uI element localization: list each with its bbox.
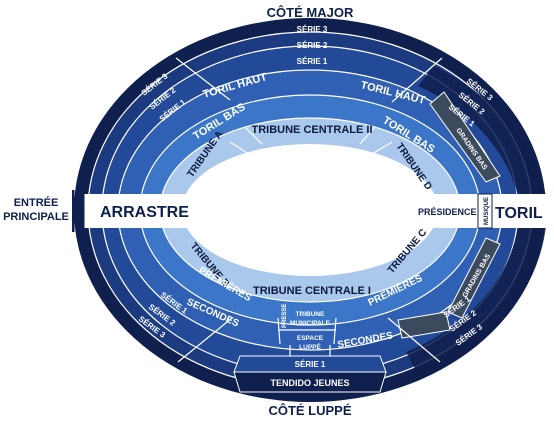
gradins-bas-bottom-2[interactable]: [397, 311, 451, 339]
musique-box[interactable]: [477, 193, 493, 229]
musique-label: MUSIQUE: [484, 197, 490, 225]
tendido-jeunes: TENDIDO JEUNES: [270, 378, 349, 388]
bottom-serie-1: SÉRIE 1: [295, 360, 326, 369]
sector-right-bottom-dark[interactable]: [406, 226, 546, 378]
tribune-municipale-line1: TRIBUNE: [296, 311, 326, 318]
gradins-bas-bottom[interactable]: [447, 237, 501, 319]
espace-luppe-line1: ESPACE: [297, 335, 324, 342]
espace-luppe-line2: LUPPÉ: [299, 342, 321, 351]
tribune-municipale-line2: MUNICIPALE: [290, 320, 331, 327]
toril-label: TORIL: [495, 205, 543, 222]
tribune-centrale-1: TRIBUNE CENTRALE I: [253, 285, 371, 297]
entrance-gate-icon: [72, 190, 85, 232]
tribune-centrale-2: TRIBUNE CENTRALE II: [252, 124, 373, 136]
entrance-label-line1: ENTRÉE: [14, 196, 59, 209]
bottom-serie-1-block[interactable]: [233, 355, 387, 373]
sector-dividers: [175, 57, 443, 363]
arena-axis-band: [84, 194, 554, 228]
top-serie-2: SÉRIE 2: [297, 41, 328, 50]
entrance-label-line2: PRINCIPALE: [3, 211, 69, 223]
top-serie-3: SÉRIE 3: [297, 25, 328, 34]
sector-right-top-dark[interactable]: [418, 66, 546, 196]
presidence-label: PRÉSIDENCE: [418, 207, 477, 217]
gradins-bas-top[interactable]: [429, 91, 501, 183]
cote-luppe-label: CÔTÉ LUPPÉ: [268, 403, 351, 418]
cote-major-label: CÔTÉ MAJOR: [267, 5, 354, 20]
presse-label: PRESSE: [282, 304, 288, 328]
top-serie-1: SÉRIE 1: [297, 57, 328, 66]
arrastre-label: ARRASTRE: [100, 204, 189, 221]
